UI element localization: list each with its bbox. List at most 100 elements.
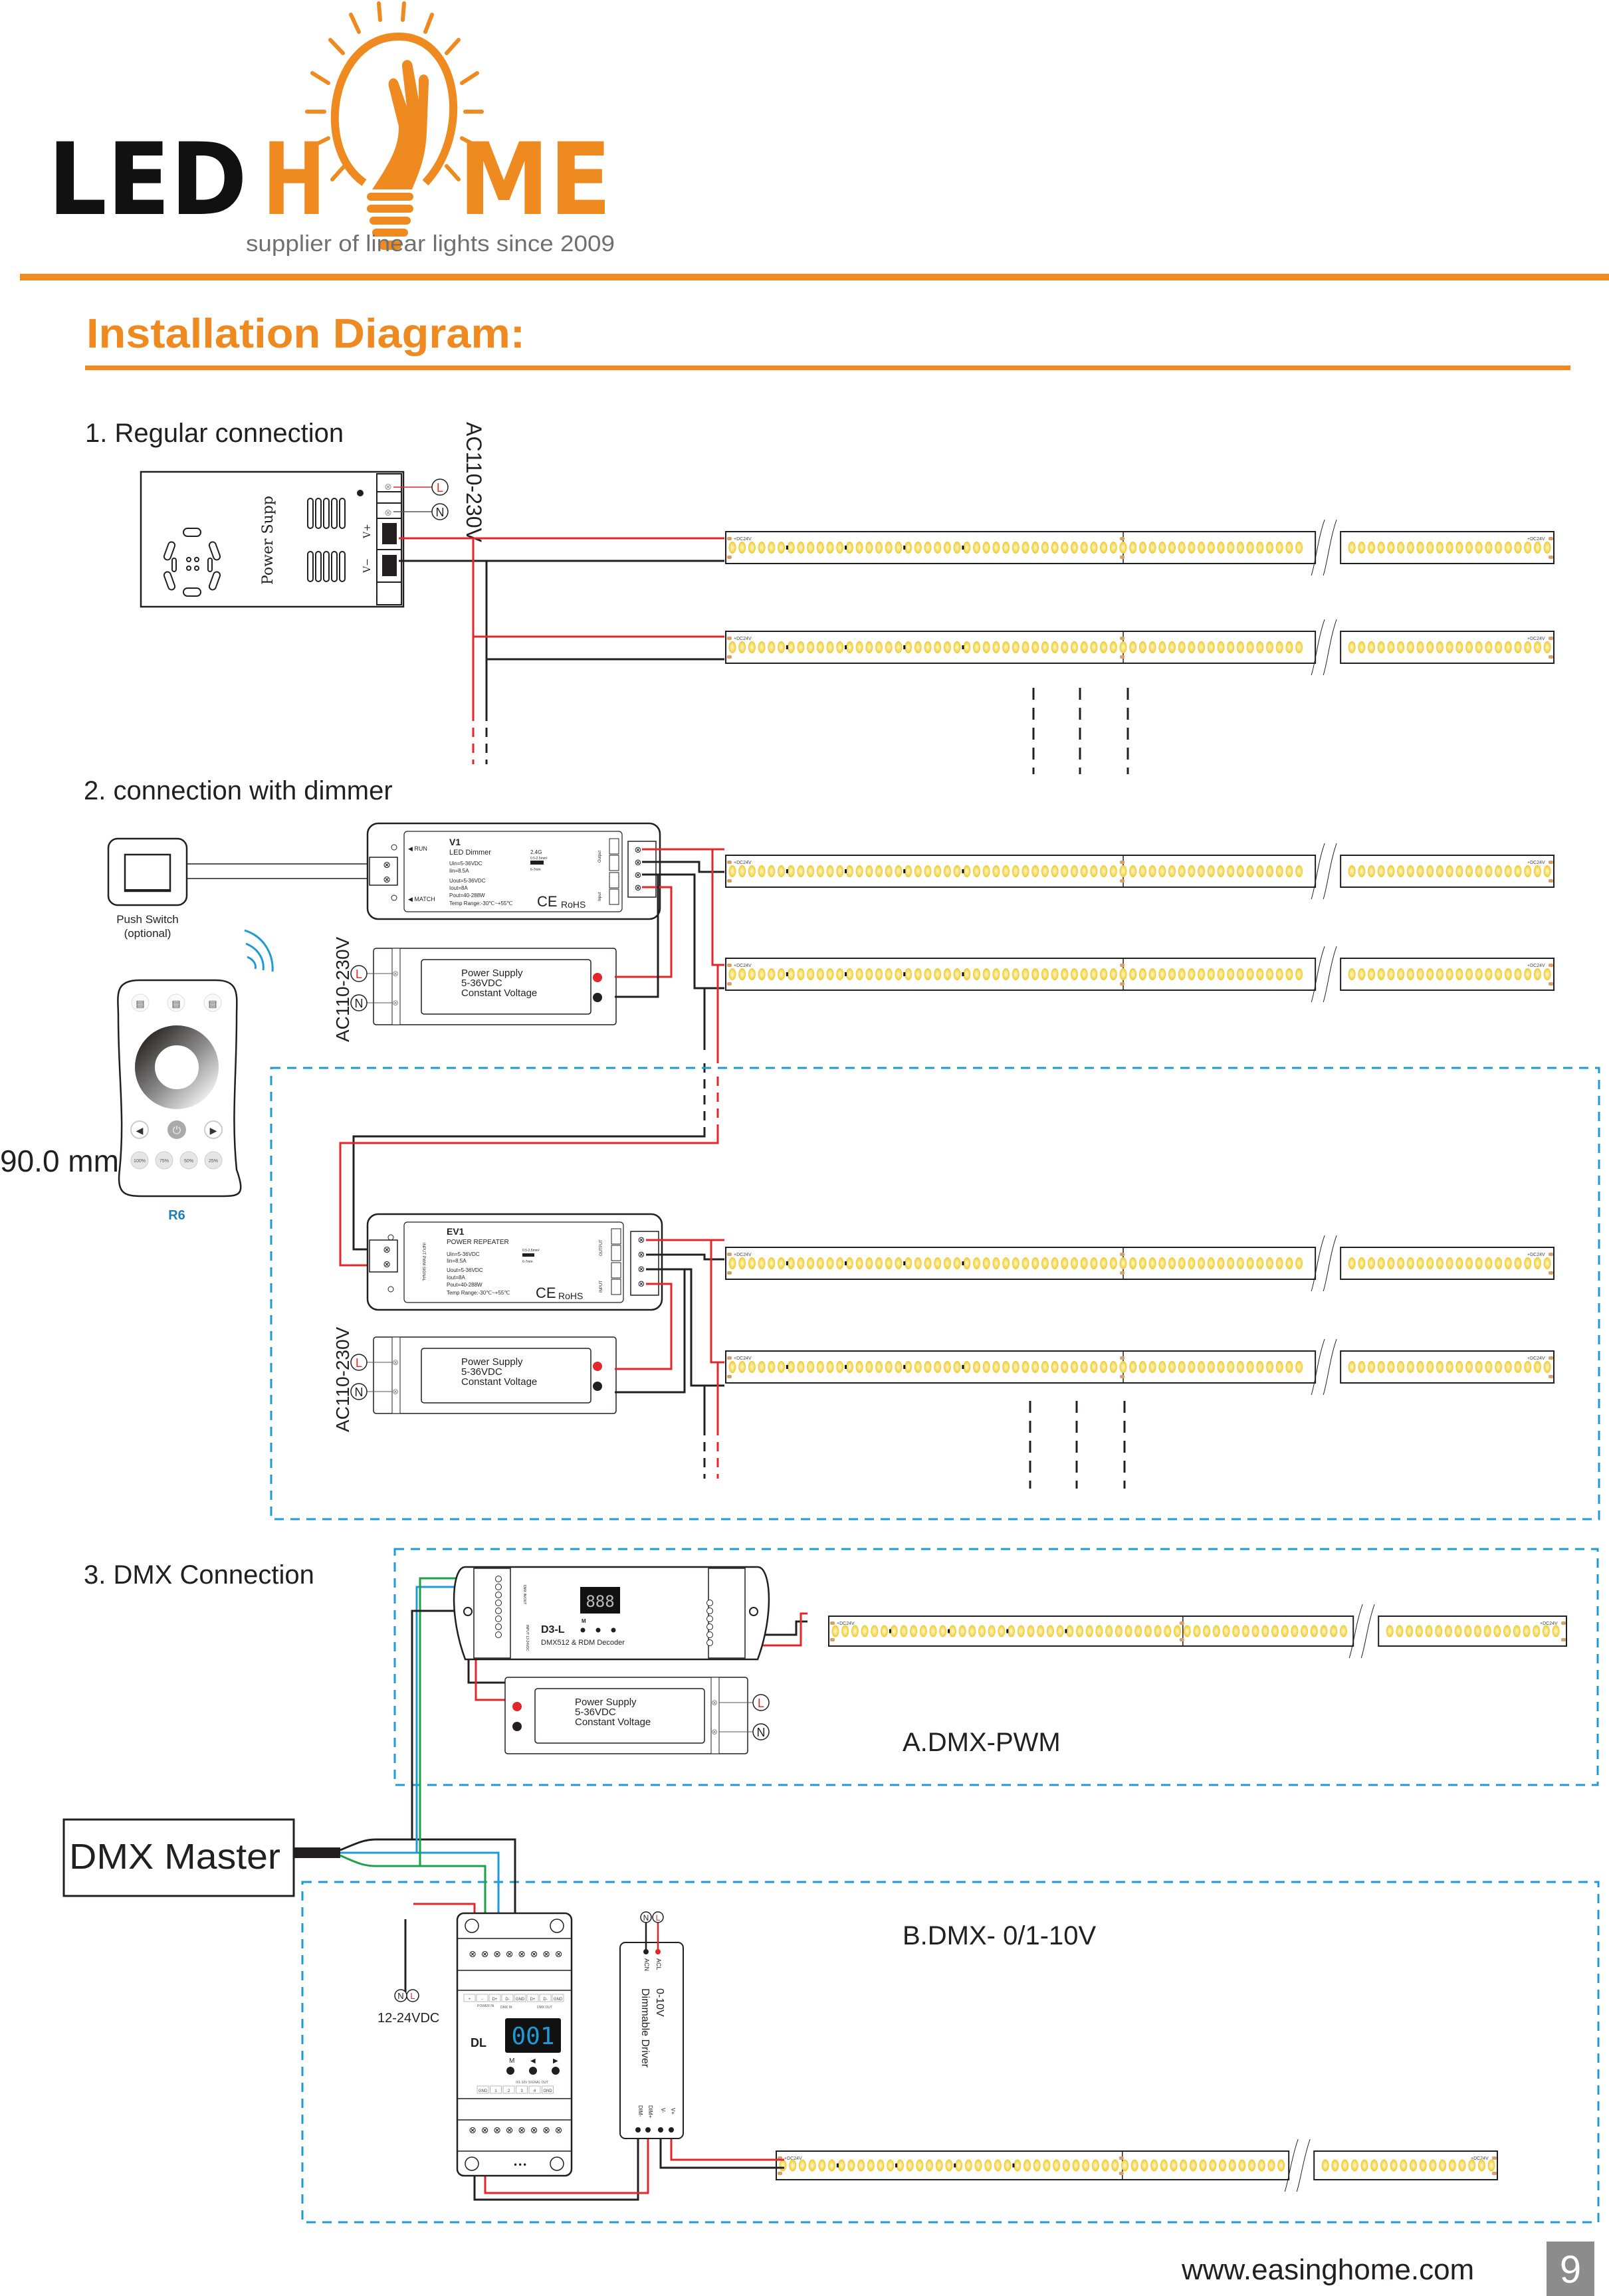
led-chip <box>1012 542 1019 554</box>
resistor <box>786 645 788 649</box>
led-chip <box>1134 1625 1142 1637</box>
terminal-hole <box>495 1623 502 1630</box>
led-chip <box>1246 1257 1254 1269</box>
dimming-wheel[interactable] <box>135 1025 219 1109</box>
led-chip <box>1275 968 1283 980</box>
led-chip <box>1416 1361 1424 1373</box>
v-plus-label: V+ <box>362 524 373 539</box>
dmx-master-box[interactable] <box>62 1818 295 1897</box>
led-chip <box>1266 1361 1273 1373</box>
led-chip <box>945 2159 953 2172</box>
preset-button[interactable] <box>179 1151 198 1170</box>
led-chip <box>1330 1625 1338 1637</box>
dl-right-button[interactable] <box>552 2067 560 2075</box>
led-chip <box>1503 1625 1511 1637</box>
dl-left-button[interactable] <box>529 2067 537 2075</box>
ev1-input-label: INPUT <box>599 1281 603 1293</box>
dmx-master-label: DMX Master <box>69 1837 280 1877</box>
dl-m-label: M <box>509 2057 514 2065</box>
led-chip <box>1533 968 1541 980</box>
psu-text: 5-36VDC <box>575 1707 616 1718</box>
led-strip: +DC24V+DC24V <box>776 2139 1498 2192</box>
pin-label: 3 <box>520 2089 523 2093</box>
led-chip <box>875 542 883 554</box>
screw-icon: ⊗ <box>383 1245 391 1255</box>
led-chip <box>1339 1625 1347 1637</box>
terminal-n-marker <box>752 1723 770 1740</box>
led-chip <box>1072 2159 1080 2172</box>
terminal-l-marker <box>350 1354 368 1371</box>
led-chip <box>1465 1361 1473 1373</box>
led-chip <box>943 1257 951 1269</box>
led-chip <box>728 641 736 653</box>
title-divider <box>85 365 1570 370</box>
dl-power-in-label: POWER IN <box>477 2004 494 2008</box>
d3l-left-button[interactable] <box>595 1627 601 1633</box>
preset-button[interactable] <box>204 1151 223 1170</box>
brightness-preset-buttons[interactable]: 100%75%50%25% <box>130 1151 223 1170</box>
led-chip <box>1446 968 1453 980</box>
led-chip <box>1071 542 1078 554</box>
led-chip <box>845 1257 853 1269</box>
led-chip <box>1051 542 1059 554</box>
terminal-hole <box>495 1576 502 1582</box>
driver-name: Dimmable Driver <box>639 1988 651 2068</box>
led-chip <box>924 865 932 877</box>
screw-icon: ⊗ <box>555 1949 563 1960</box>
led-chip <box>797 968 805 980</box>
resistor <box>903 645 906 649</box>
resistor <box>836 2163 839 2168</box>
led-strip: +DC24V+DC24V <box>725 1235 1555 1292</box>
dl-m-button[interactable] <box>506 2067 514 2075</box>
led-chip <box>1119 542 1127 554</box>
left-button[interactable] <box>130 1120 149 1139</box>
strip-voltage-label: +DC24V <box>734 861 752 865</box>
psu-text: 5-36VDC <box>461 978 502 989</box>
led-chip <box>963 968 971 980</box>
resistor <box>786 972 788 976</box>
led-chip <box>871 1625 879 1637</box>
section-2-title: 2. connection with dimmer <box>84 776 393 805</box>
power-button[interactable] <box>167 1120 186 1139</box>
pin-label: + <box>469 1998 471 2002</box>
led-chip <box>895 865 903 877</box>
led-chip <box>982 1257 990 1269</box>
save-scene-buttons[interactable]: ▤ ▤ ▤ <box>131 993 222 1012</box>
led-chip <box>1090 865 1098 877</box>
solder-pad <box>1179 1638 1184 1641</box>
led-chip <box>1148 542 1156 554</box>
screw-icon: ⊗ <box>493 1949 501 1960</box>
d3l-dmx-decoder: 888 M D3-L DMX512 & RDM Decoder DMX IN/O… <box>453 1566 770 1661</box>
dmx-pwm-box <box>393 1548 1599 1786</box>
terminal-hole <box>495 1631 502 1638</box>
led-chip <box>953 542 961 554</box>
preset-button[interactable] <box>155 1151 173 1170</box>
led-chip <box>1368 641 1376 653</box>
strip-voltage-label: +DC24V <box>1527 1356 1545 1361</box>
remote-control[interactable]: ▤ ▤ ▤ ◀ ⏻ ▶ 100%75%50%25% <box>117 979 242 1198</box>
led-chip <box>1168 865 1176 877</box>
footer-url[interactable]: www.easinghome.com <box>1181 2253 1474 2286</box>
led-chip <box>1377 641 1385 653</box>
led-chip <box>1267 2159 1275 2172</box>
led-chip <box>1436 1257 1444 1269</box>
right-button[interactable] <box>204 1120 223 1139</box>
solder-pad <box>727 556 732 559</box>
led-chip <box>1027 1625 1035 1637</box>
led-chip <box>845 1361 853 1373</box>
led-chip <box>787 542 795 554</box>
led-chip <box>867 2159 875 2172</box>
led-chip <box>1455 1257 1463 1269</box>
led-chip <box>728 542 736 554</box>
led-chip <box>1207 1361 1215 1373</box>
push-switch[interactable] <box>107 837 188 906</box>
d3l-right-button[interactable] <box>611 1627 616 1633</box>
led-chip <box>748 1257 756 1269</box>
preset-button[interactable] <box>130 1151 149 1170</box>
screw-icon: ⊗ <box>392 1358 399 1367</box>
d3l-m-button[interactable] <box>580 1627 586 1633</box>
solder-pad <box>1549 879 1553 883</box>
led-chip <box>1350 2159 1358 2172</box>
led-chip <box>1246 968 1254 980</box>
led-chip <box>1183 1625 1191 1637</box>
